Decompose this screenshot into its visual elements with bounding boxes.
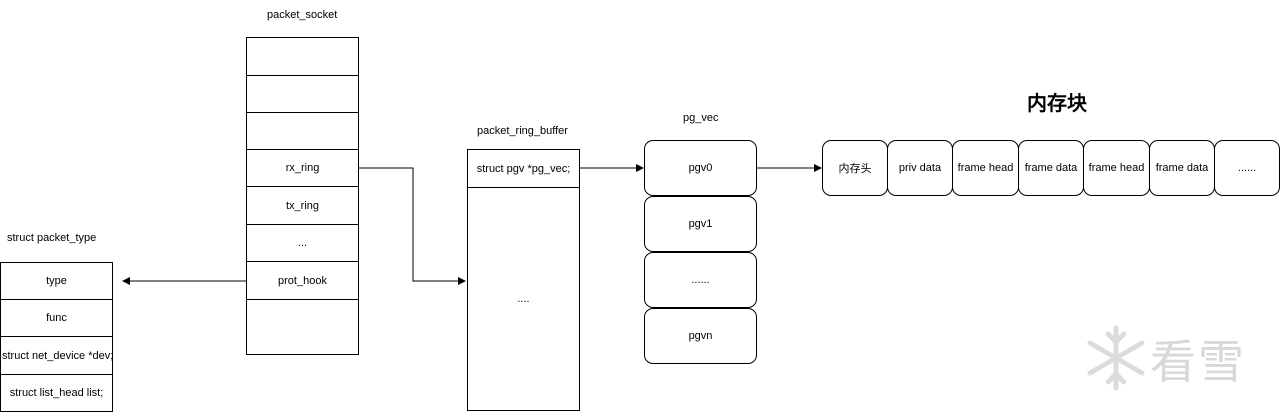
packet-socket-row-prot-hook: prot_hook	[247, 262, 358, 300]
memory-block-cell: frame data	[1149, 140, 1215, 196]
packet-socket-struct: rx_ring tx_ring ... prot_hook	[246, 37, 359, 355]
memory-block-title: 内存块	[1027, 91, 1087, 115]
pg-vec-item: ......	[644, 252, 757, 308]
packet-type-row-type: type	[1, 263, 112, 300]
packet-socket-title: packet_socket	[267, 9, 338, 21]
packet-socket-row-ellipsis: ...	[247, 225, 358, 262]
pg-vec-item: pgv1	[644, 196, 757, 252]
memory-block-cell: ......	[1214, 140, 1280, 196]
memory-block-cell: frame head	[952, 140, 1019, 196]
packet-type-title: struct packet_type	[7, 232, 97, 244]
memory-block-cell: priv data	[887, 140, 953, 196]
arrow-rx-ring-to-ring-buffer	[359, 167, 466, 285]
packet-type-row-dev: struct net_device *dev;	[1, 337, 113, 375]
packet-type-struct: type func struct net_device *dev; struct…	[0, 262, 113, 412]
ring-buffer-row-ellipsis: ....	[517, 293, 530, 305]
ring-buffer-title: packet_ring_buffer	[477, 125, 568, 137]
ring-buffer-row-pg-vec: struct pgv *pg_vec;	[468, 150, 579, 188]
memory-block-cell: frame data	[1018, 140, 1084, 196]
pg-vec-item: pgv0	[644, 140, 757, 196]
pg-vec-item: pgvn	[644, 308, 757, 364]
memory-block-cell: 内存头	[822, 140, 888, 196]
packet-socket-row-tx-ring: tx_ring	[247, 187, 358, 225]
packet-socket-row	[247, 113, 358, 150]
packet-socket-row	[247, 38, 358, 76]
packet-socket-row	[247, 300, 358, 354]
packet-socket-row-rx-ring: rx_ring	[247, 150, 358, 187]
packet-type-row-func: func	[1, 300, 112, 337]
watermark-text: 看雪	[1150, 335, 1246, 389]
snowflake-logo-icon	[1087, 325, 1145, 391]
packet-socket-row	[247, 76, 358, 113]
packet-type-row-list: struct list_head list;	[9, 387, 104, 399]
ring-buffer-struct: struct pgv *pg_vec; ....	[467, 149, 580, 411]
memory-block-cell: frame head	[1083, 140, 1150, 196]
pg-vec-title: pg_vec	[683, 112, 719, 124]
